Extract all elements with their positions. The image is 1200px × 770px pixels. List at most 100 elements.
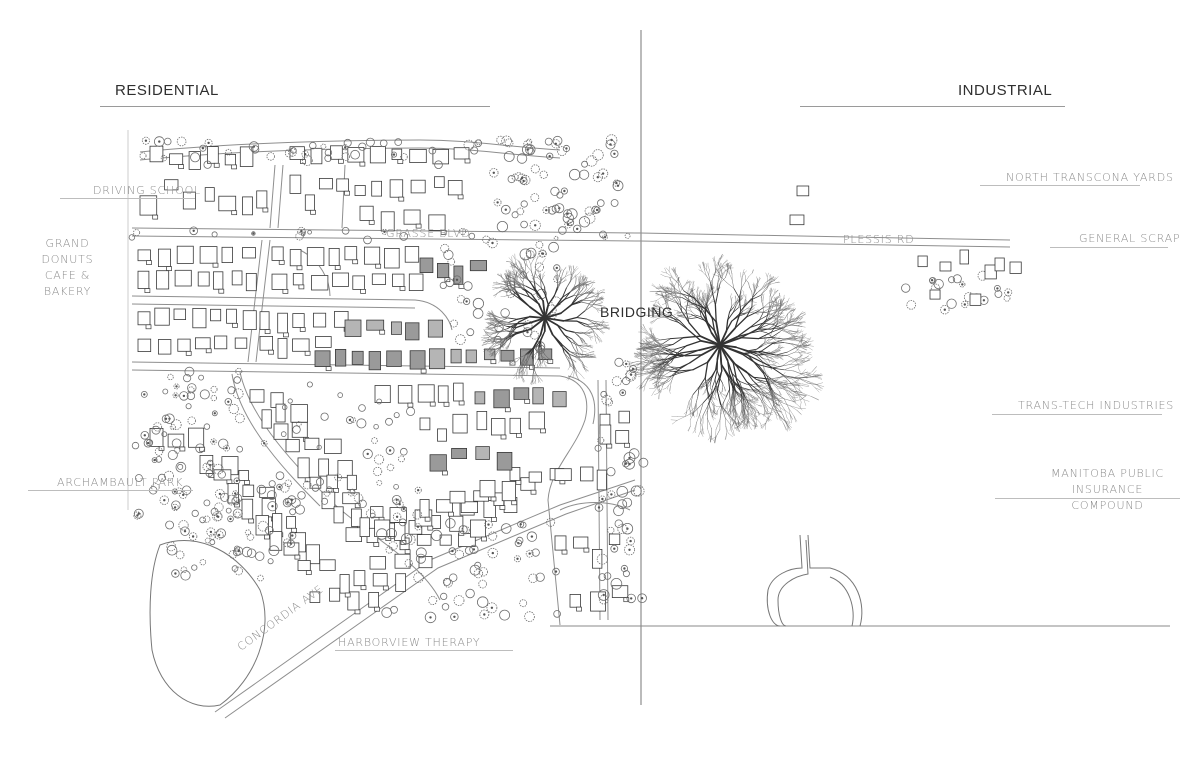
network-branch bbox=[734, 389, 736, 402]
network-branch bbox=[768, 313, 773, 318]
tree bbox=[563, 209, 572, 219]
building-footprint bbox=[339, 574, 350, 594]
network-branch bbox=[527, 345, 536, 355]
network-branch bbox=[695, 301, 698, 307]
building-annex bbox=[298, 284, 305, 290]
house bbox=[241, 247, 256, 259]
network-branch bbox=[511, 287, 518, 289]
house bbox=[285, 439, 300, 453]
network-branch bbox=[703, 261, 705, 266]
network-branch bbox=[764, 392, 771, 394]
tree bbox=[294, 504, 305, 515]
shaded-building bbox=[386, 350, 402, 367]
network-branch bbox=[775, 281, 780, 283]
network-branch bbox=[508, 318, 518, 323]
building-annex bbox=[359, 161, 366, 167]
network-branch bbox=[733, 302, 737, 308]
tree-trunk bbox=[487, 523, 490, 526]
building-footprint bbox=[204, 187, 215, 202]
network-branch bbox=[731, 279, 735, 289]
tree bbox=[584, 206, 594, 216]
tree-trunk bbox=[601, 497, 604, 501]
network-branch bbox=[732, 410, 735, 415]
network-branch bbox=[684, 317, 691, 319]
network-branch bbox=[734, 316, 748, 329]
tree bbox=[598, 594, 609, 605]
tree bbox=[228, 403, 239, 415]
network-branch bbox=[508, 327, 513, 336]
building-footprint bbox=[277, 338, 288, 359]
network-branch bbox=[499, 322, 508, 325]
tree bbox=[454, 549, 465, 560]
network-branch bbox=[660, 375, 670, 378]
building-annex bbox=[360, 289, 366, 294]
house bbox=[318, 177, 333, 190]
network-branch bbox=[655, 343, 664, 345]
network-branch bbox=[755, 313, 759, 315]
network-branch bbox=[573, 331, 581, 334]
network-branch bbox=[782, 306, 786, 310]
network-branch bbox=[656, 370, 662, 373]
tree-trunk bbox=[234, 492, 237, 495]
network-branch bbox=[689, 288, 691, 293]
building-annex bbox=[282, 289, 289, 294]
tree-trunk bbox=[201, 147, 205, 150]
network-branch bbox=[672, 285, 675, 290]
network-branch bbox=[679, 362, 691, 369]
network-branch bbox=[643, 347, 645, 352]
network-branch bbox=[637, 352, 642, 355]
network-branch bbox=[752, 304, 755, 308]
network-branch bbox=[764, 337, 767, 342]
network-branch bbox=[719, 327, 736, 346]
network-branch bbox=[718, 264, 721, 268]
network-branch bbox=[730, 296, 732, 301]
network-branch bbox=[671, 314, 681, 322]
network-branch bbox=[507, 317, 518, 320]
tree bbox=[558, 226, 567, 235]
network-branch bbox=[760, 343, 773, 352]
network-branch bbox=[658, 361, 670, 365]
network-branch bbox=[661, 361, 664, 367]
network-branch bbox=[499, 328, 508, 332]
network-branch bbox=[537, 357, 540, 361]
network-branch bbox=[658, 285, 664, 288]
building-footprint bbox=[224, 153, 236, 166]
network-branch bbox=[600, 292, 605, 294]
building-footprint bbox=[427, 319, 443, 338]
network-branch bbox=[735, 415, 737, 422]
network-branch bbox=[690, 313, 698, 318]
network-branch bbox=[589, 331, 593, 333]
network-branch bbox=[777, 300, 779, 304]
industrial-building bbox=[959, 249, 969, 265]
network-branch bbox=[741, 398, 744, 402]
network-branch bbox=[742, 410, 744, 416]
tree bbox=[412, 509, 423, 520]
network-branch bbox=[707, 291, 710, 297]
network-branch bbox=[598, 302, 603, 304]
tree bbox=[131, 441, 140, 450]
house bbox=[342, 492, 361, 509]
network-branch bbox=[753, 417, 757, 420]
network-branch bbox=[581, 355, 586, 358]
network-branch bbox=[578, 282, 581, 290]
network-branch bbox=[511, 265, 516, 267]
network-branch bbox=[727, 311, 730, 321]
tree bbox=[307, 229, 312, 235]
network-branch bbox=[560, 345, 569, 355]
house bbox=[347, 146, 366, 167]
house bbox=[331, 272, 349, 287]
network-branch bbox=[507, 283, 513, 285]
network-branch bbox=[690, 394, 694, 403]
network-branch bbox=[533, 272, 537, 275]
tree bbox=[210, 438, 217, 445]
network-branch bbox=[680, 293, 694, 298]
building-footprint bbox=[319, 559, 336, 571]
network-branch bbox=[662, 358, 671, 365]
tree bbox=[428, 596, 438, 606]
network-branch bbox=[543, 258, 546, 262]
tree bbox=[358, 404, 366, 412]
tree bbox=[473, 568, 484, 579]
network-branch bbox=[716, 275, 723, 279]
network-branch bbox=[503, 286, 508, 289]
building-footprint bbox=[304, 194, 315, 211]
